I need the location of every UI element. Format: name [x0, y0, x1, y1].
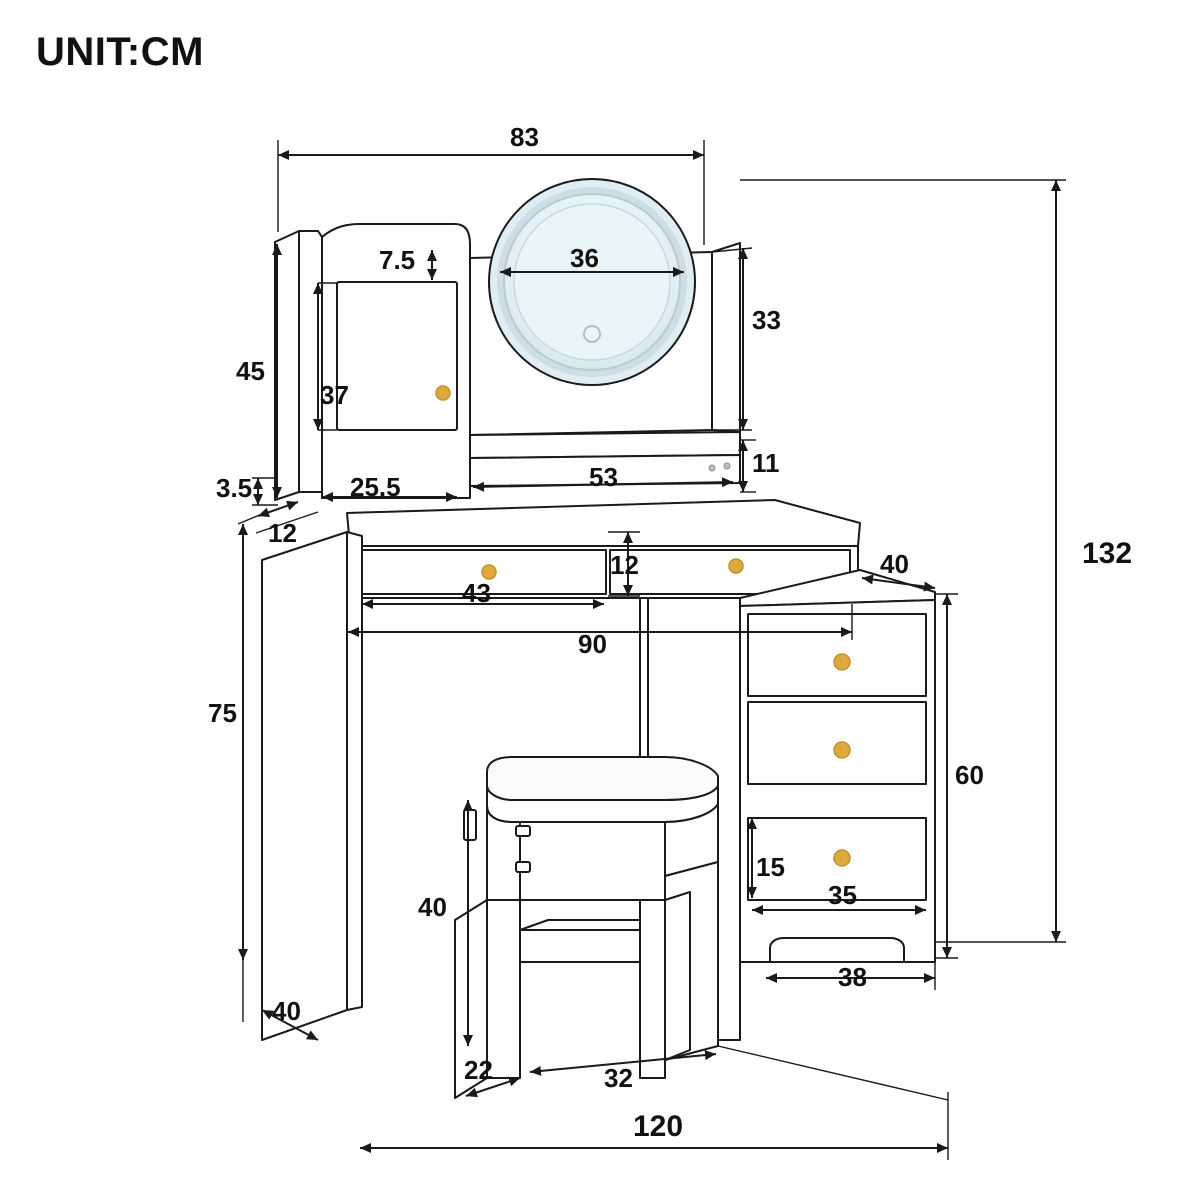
dim-label-mirror-diameter: 36 [570, 243, 599, 273]
dim-label-stool-width: 32 [604, 1063, 633, 1093]
dim-label-drawer-width: 43 [462, 578, 491, 608]
dim-label-chest-drawer: 15 [756, 852, 785, 882]
dim-label-shelf-width: 53 [589, 462, 618, 492]
dim-label-overall-height: 132 [1082, 537, 1133, 570]
dim-label-overall-width: 120 [633, 1110, 684, 1143]
dim-label-drawer-height: 12 [610, 550, 639, 580]
dim-label-chest-depth: 40 [880, 549, 909, 579]
dim-label-chest-width: 38 [838, 962, 867, 992]
dim-label-shelf-height: 11 [752, 448, 780, 478]
dim-label-top-width: 83 [510, 122, 539, 152]
dim-label-hutch-depth: 12 [268, 518, 297, 548]
page-title: UNIT:CM [36, 30, 204, 74]
dim-label-chest-drawer-w: 35 [828, 880, 857, 910]
dim-label-panel-thickness: 3.5 [216, 473, 253, 503]
dim-label-hutch-height: 45 [236, 356, 265, 386]
dim-label-cabinet-top-gap: 7.5 [379, 245, 416, 275]
dim-label-stool-height: 40 [418, 892, 447, 922]
dim-label-cabinet-width: 25.5 [350, 472, 401, 502]
dim-label-stool-depth: 22 [464, 1055, 493, 1085]
dim-label-table-depth: 40 [272, 996, 301, 1026]
dim-label-chest-height: 60 [955, 760, 984, 790]
dim-label-mirror-panel: 33 [752, 305, 781, 335]
dim-label-table-top-width: 90 [578, 629, 607, 659]
dim-label-cabinet-door: 37 [320, 380, 349, 410]
dim-label-table-height: 75 [208, 698, 237, 728]
led-mirror-graphic [488, 178, 696, 386]
